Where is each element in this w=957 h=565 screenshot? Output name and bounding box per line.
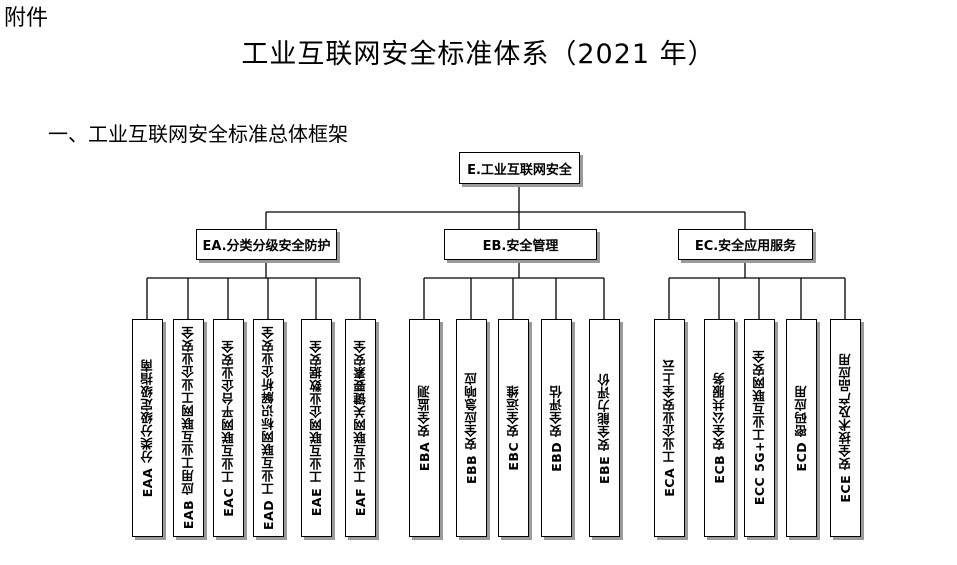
leaf-node-eaa: EAA 分类分级定级指南: [132, 319, 163, 537]
leaf-node-eae: EAE 工业互联网企业数据安全: [301, 319, 332, 537]
attachment-label: 附件: [4, 6, 49, 31]
leaf-node-ecc: ECC 5G+工业互联网安全: [744, 319, 775, 537]
leaf-node-eca: ECA 工业企业安全上云: [654, 319, 685, 537]
leaf-node-eab: EAB 应用工业互联网工业企业安全: [173, 319, 204, 537]
leaf-node-ebb: EBB 安全应急响应: [456, 319, 487, 537]
group-node-eb: EB.安全管理: [444, 229, 597, 260]
group-node-ec: EC.安全应用服务: [678, 229, 813, 260]
leaf-node-ebc: EBC 安全运维: [498, 319, 529, 537]
document-title: 工业互联网安全标准体系（2021 年）: [241, 39, 716, 70]
leaf-node-ece: ECE 安全技术及产品应用: [830, 319, 861, 537]
leaf-node-ecd: ECD 密码应用: [786, 319, 817, 537]
group-node-ea: EA.分类分级安全防护: [196, 229, 337, 260]
leaf-node-eac: EAC 工业互联网平台企业安全: [213, 319, 244, 537]
leaf-node-eba: EBA 安全监测: [409, 319, 440, 537]
leaf-node-ebd: EBD 安全评估: [541, 319, 572, 537]
leaf-node-ebe: EBE 安全能力评价: [589, 319, 620, 537]
leaf-node-ead: EAD 工业互联网标识解析企业安全: [253, 319, 284, 537]
root-node: E.工业互联网安全: [459, 152, 580, 184]
section-heading: 一、工业互联网安全标准总体框架: [48, 122, 348, 146]
leaf-node-eaf: EAF 工业互联网关键要素安全: [345, 319, 376, 537]
leaf-node-ecb: ECB 安全公共服务: [704, 319, 735, 537]
